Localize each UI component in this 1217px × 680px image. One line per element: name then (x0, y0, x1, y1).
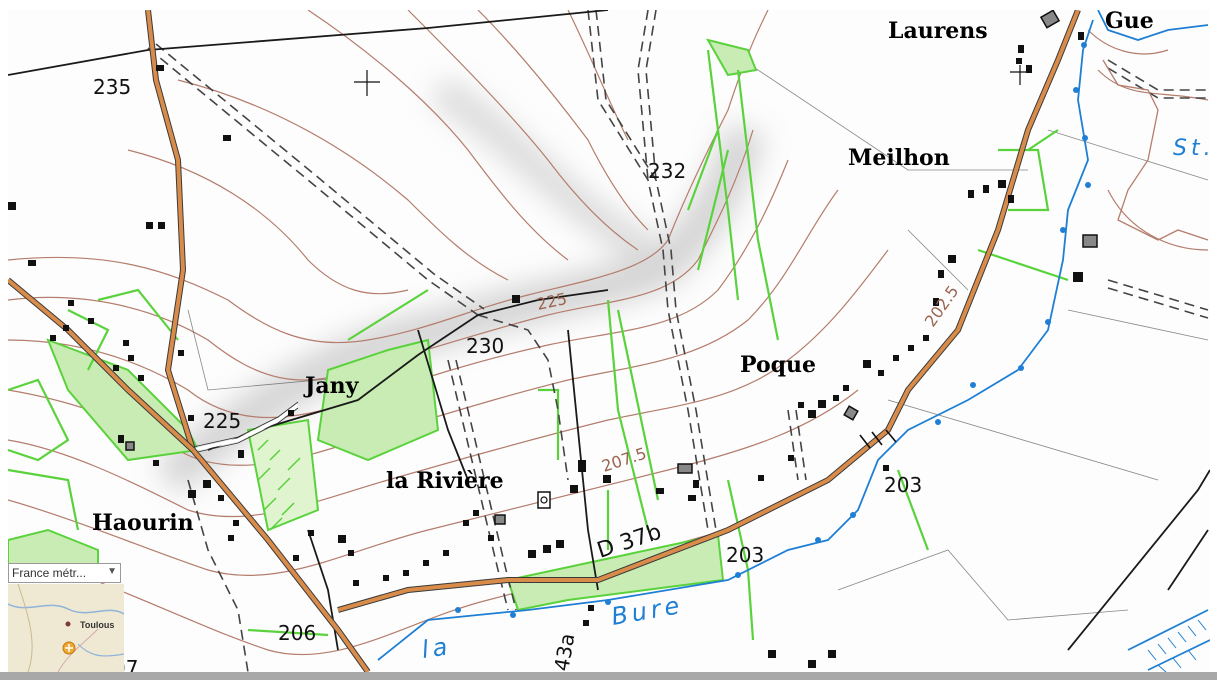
field-boundaries (187, 49, 1209, 621)
hill-shading (154, 76, 767, 495)
contour-label-202-5: 202.5 (921, 282, 963, 330)
place-haourin: Haourin (92, 510, 194, 536)
city-marker-icon (65, 621, 71, 627)
altitude-203-south: 203 (726, 543, 764, 567)
place-poque: Poque (740, 352, 816, 378)
stream-dots (455, 42, 1091, 618)
road-label-43a: 43a (549, 632, 579, 672)
region-select-value: France métr... (12, 566, 87, 580)
altitude-232: 232 (648, 159, 686, 183)
altitude-225: 225 (203, 409, 241, 433)
top-margin (0, 0, 1217, 10)
region-select[interactable]: France métr... ▼ (8, 563, 121, 583)
orchard-hatching (257, 439, 301, 531)
right-margin (1210, 0, 1217, 672)
buildings (8, 32, 1084, 668)
main-roads (8, 10, 1081, 672)
place-gue: Gue (1105, 10, 1154, 34)
map-canvas[interactable]: Laurens Gue Meilhon Poque Jany la Rivièr… (8, 10, 1210, 672)
altitude-203-east: 203 (884, 473, 922, 497)
topographic-map[interactable]: Laurens Gue Meilhon Poque Jany la Rivièr… (8, 10, 1210, 672)
boundary-line (1102, 59, 1209, 241)
chapel-symbol (537, 491, 551, 509)
water-hatching (1147, 619, 1207, 672)
tracks (147, 10, 1209, 672)
water-label-la: la (420, 632, 453, 664)
place-la-riviere: la Rivière (386, 468, 504, 494)
place-jany: Jany (303, 373, 360, 399)
overview-map-canvas[interactable]: Toulous (8, 584, 124, 672)
overview-city-label: Toulous (80, 620, 114, 630)
overview-map[interactable]: Toulous (8, 584, 124, 672)
place-laurens: Laurens (888, 18, 988, 44)
altitude-230: 230 (466, 334, 504, 358)
large-buildings (125, 10, 1098, 525)
place-st: St. (1173, 136, 1210, 161)
bottom-scrollbar[interactable] (0, 672, 1217, 680)
bridge-marks (859, 429, 897, 449)
water-label-bure: Bure (609, 591, 685, 631)
contour-label-207-5: 207.5 (599, 444, 648, 476)
chevron-down-icon[interactable]: ▼ (107, 566, 117, 577)
cross-markers (354, 65, 1030, 96)
altitude-235: 235 (93, 75, 131, 99)
place-meilhon: Meilhon (848, 145, 950, 171)
location-cross-icon (65, 644, 73, 652)
altitude-206: 206 (278, 621, 316, 645)
